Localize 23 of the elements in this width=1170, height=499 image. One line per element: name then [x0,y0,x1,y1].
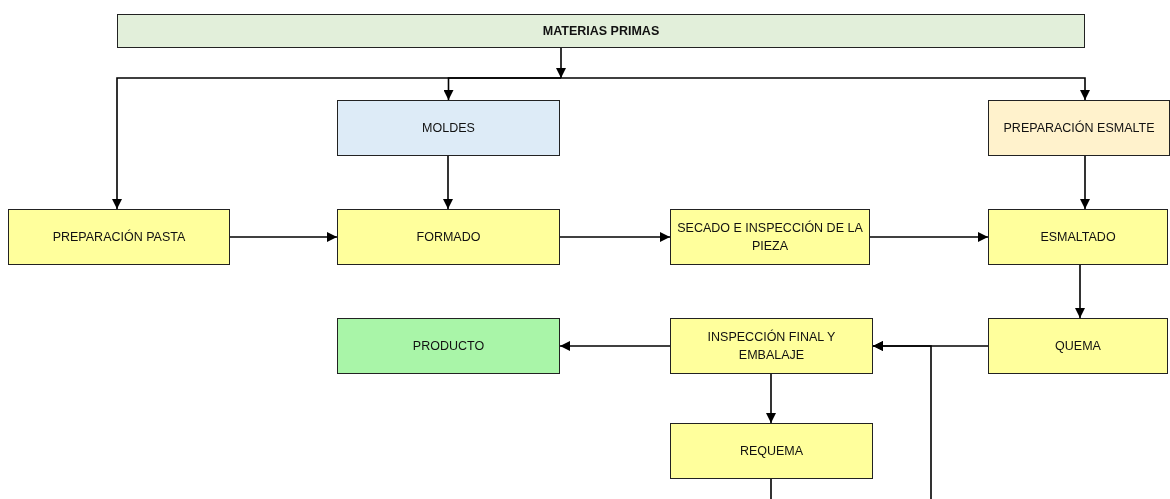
process-box: INSPECCIÓN FINAL Y EMBALAJE [670,318,873,374]
process-box: PREPARACIÓN PASTA [8,209,230,265]
process-box: SECADO E INSPECCIÓN DE LA PIEZA [670,209,870,265]
output-box: PRODUCTO [337,318,560,374]
process-box: MOLDES [337,100,560,156]
arrow [1080,155,1090,210]
arrow [559,341,671,351]
arrow [770,341,932,499]
input-box: MATERIAS PRIMAS [117,14,1085,48]
arrow [560,77,1090,101]
process-box: ESMALTADO [988,209,1168,265]
process-box: PREPARACIÓN ESMALTE [988,100,1170,156]
arrow [229,232,338,242]
arrow [443,155,453,210]
arrow [443,77,562,101]
arrow [1075,264,1085,319]
process-box: REQUEMA [670,423,873,479]
process-box: QUEMA [988,318,1168,374]
process-box: FORMADO [337,209,560,265]
arrow [766,373,776,424]
arrow [556,47,566,79]
arrow [869,232,989,242]
arrow [559,232,671,242]
